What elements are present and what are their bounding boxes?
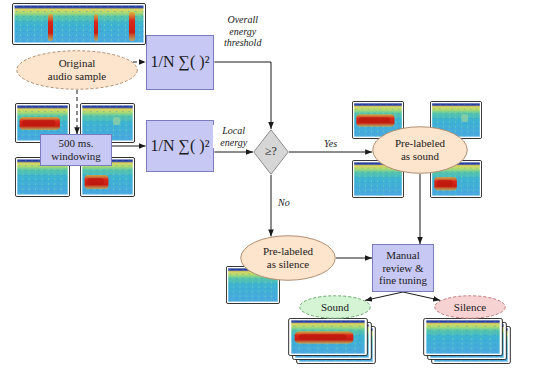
node-text: Sound	[321, 301, 349, 314]
node-label: 500 ms. windowing	[50, 137, 102, 162]
ellipse-shape	[300, 296, 371, 319]
node-label: Manual review & fine tuning	[378, 249, 428, 287]
node-text: Manual review & fine tuning	[378, 249, 428, 287]
node-label: ≥?	[265, 145, 277, 159]
ellipse-shape	[373, 127, 468, 174]
connector	[214, 62, 271, 129]
connector	[289, 152, 372, 153]
node-label: Original audio sample	[47, 57, 108, 82]
edge-label: Local energy	[213, 125, 255, 148]
energy-formula-box: 1/N ∑( )²	[146, 120, 215, 172]
connector	[336, 258, 372, 259]
spectrogram-strip	[13, 4, 146, 45]
spectrogram-stack	[424, 318, 503, 355]
connector	[271, 175, 272, 236]
connector	[77, 90, 78, 134]
ellipse-shape	[241, 236, 336, 281]
connector	[112, 146, 146, 147]
energy-formula-box: 1/N ∑( )²	[146, 35, 215, 90]
node-label: Sound	[321, 301, 349, 314]
label-ellipse: Pre-labeled as silence	[240, 235, 336, 281]
decision-diamond: ≥?	[253, 129, 289, 175]
node-label: Pre-labeled as sound	[393, 137, 447, 162]
result-ellipse: Sound	[299, 295, 371, 319]
node-text: 1/N ∑( )²	[151, 53, 210, 71]
connector	[214, 152, 253, 153]
result-ellipse: Silence	[434, 295, 506, 319]
connector	[133, 62, 146, 63]
node-text: ≥?	[265, 145, 277, 159]
node-text: Original audio sample	[47, 57, 108, 82]
ellipse-shape	[435, 296, 506, 319]
connector	[403, 292, 440, 300]
node-label: Pre-labeled as silence	[261, 245, 315, 270]
node-label: 1/N ∑( )²	[151, 137, 210, 155]
source-ellipse: Original audio sample	[16, 50, 138, 90]
process-box: Manual review & fine tuning	[372, 244, 434, 292]
edge-label: No	[277, 197, 291, 209]
node-text: Silence	[454, 301, 486, 314]
node-label: 1/N ∑( )²	[151, 53, 210, 71]
node-text: 500 ms. windowing	[50, 137, 102, 162]
label-ellipse: Pre-labeled as sound	[372, 126, 468, 174]
node-text: Pre-labeled as silence	[261, 245, 315, 270]
connector	[420, 174, 421, 244]
spectrogram-stack	[289, 318, 368, 355]
connector	[365, 292, 403, 300]
edge-label: Overall energy threshold	[216, 14, 270, 49]
edge-label: Yes	[323, 138, 338, 150]
node-label: Silence	[454, 301, 486, 314]
process-box: 500 ms. windowing	[40, 134, 112, 165]
diamond-shape	[254, 130, 289, 175]
node-text: 1/N ∑( )²	[151, 137, 210, 155]
ellipse-shape	[17, 51, 138, 90]
node-text: Pre-labeled as sound	[393, 137, 447, 162]
